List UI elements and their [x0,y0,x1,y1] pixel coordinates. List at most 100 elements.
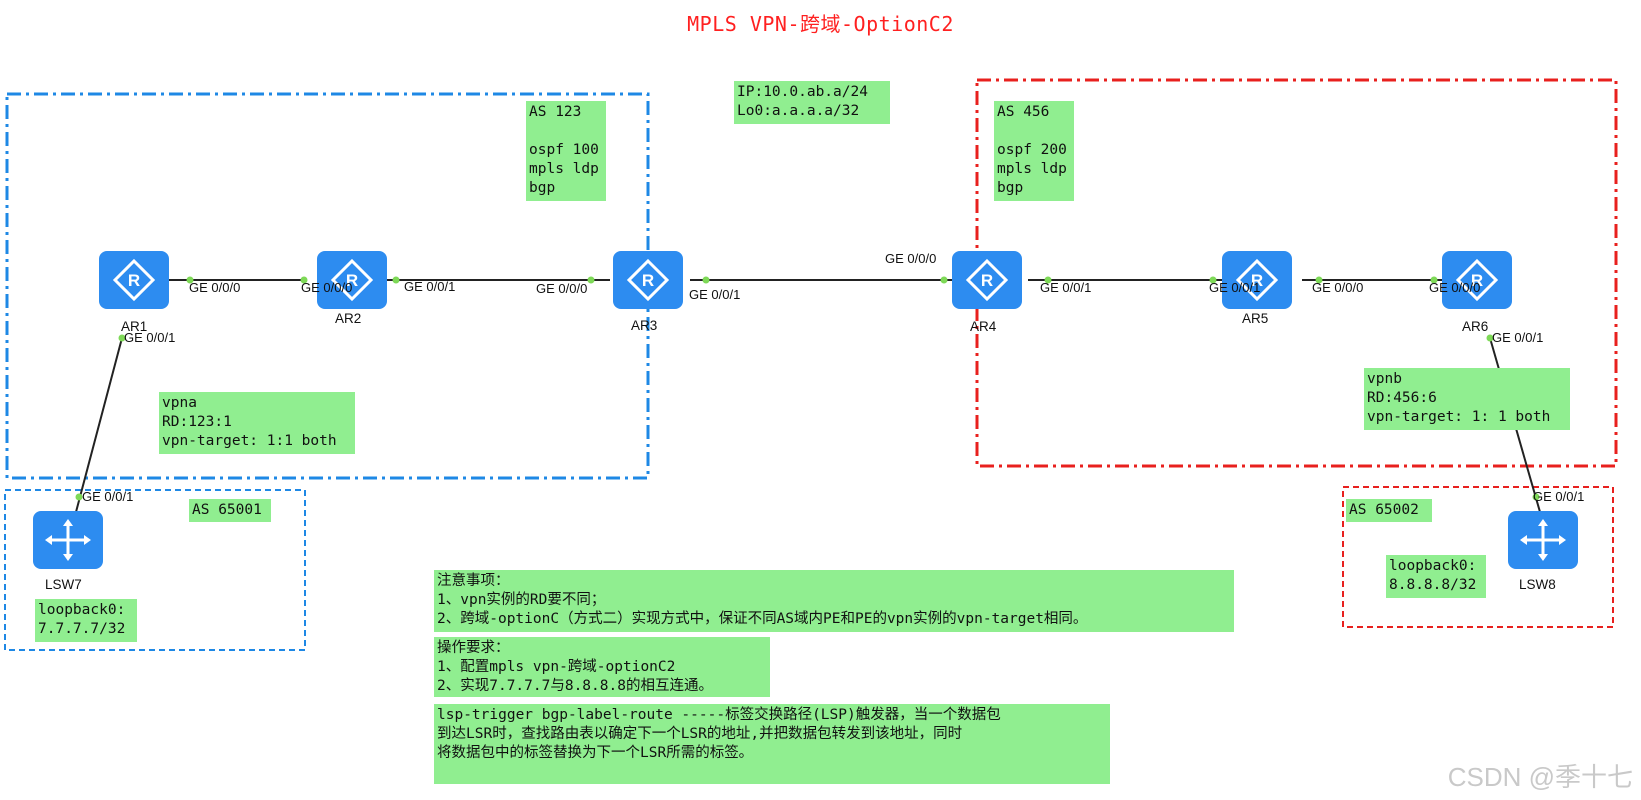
notes-heading: 注意事项： [437,573,510,589]
as65001-label: AS 65001 [189,499,271,522]
loopback-format: Lo0:a.a.a.a/32 [737,103,860,119]
lsp-trigger-line: lsp-trigger bgp-label-route -----标签交换路径(… [437,707,1001,723]
device-label-ar1: AR1 [121,319,148,334]
port-dot [587,276,595,284]
router-icon: R [613,251,683,309]
as456-mpls: mpls ldp [997,161,1067,177]
switch-icon [33,511,103,569]
as456-ospf: ospf 200 [997,142,1067,158]
device-label-ar6: AR6 [1462,319,1489,334]
port-dot [1532,493,1540,501]
port-label-ar6-ge001: GE 0/0/1 [1492,330,1544,345]
device-label-ar4: AR4 [970,319,997,334]
lsp-trigger-panel: lsp-trigger bgp-label-route -----标签交换路径(… [434,704,1110,784]
router-ar6[interactable]: R [1442,251,1512,309]
vpnb-info: vpnb RD:456:6 vpn-target: 1: 1 both [1364,368,1570,430]
link-ar1-lsw7 [75,337,123,513]
port-label-ar3-ge000: GE 0/0/0 [536,281,588,296]
as123-ospf: ospf 100 [529,142,599,158]
as65002-label: AS 65002 [1346,499,1432,522]
requirements-panel: 操作要求： 1、配置mpls vpn-跨域-optionC2 2、实现7.7.7… [434,637,770,697]
port-label-lsw8-ge001: GE 0/0/1 [1533,489,1585,504]
requirements-heading: 操作要求： [437,640,510,656]
switch-icon [1508,511,1578,569]
switch-lsw7[interactable] [33,511,103,569]
ip-format: IP:10.0.ab.a/24 [737,84,868,100]
port-dot [1209,276,1217,284]
vpna-name: vpna [162,395,197,411]
svg-text:R: R [1471,271,1483,290]
router-ar4[interactable]: R [952,251,1022,309]
port-label-ar4-ge000: GE 0/0/0 [885,251,937,266]
lsw8-loopback: loopback0: 8.8.8.8/32 [1386,555,1486,598]
as123-info: AS 123 ospf 100 mpls ldp bgp [526,101,606,201]
port-dot [702,276,710,284]
port-label-ar4-ge001: GE 0/0/1 [1040,280,1092,295]
lsp-trigger-line: 到达LSR时，查找路由表以确定下一个LSR的地址,并把数据包转发到该地址，同时 [437,726,963,742]
port-dot [118,334,126,342]
port-dot [300,276,308,284]
port-dot [392,276,400,284]
as456-info: AS 456 ospf 200 mpls ldp bgp [994,101,1074,201]
port-dot [1044,276,1052,284]
port-label-ar2-ge000: GE 0/0/0 [301,280,353,295]
device-label-ar5: AR5 [1242,311,1269,326]
router-icon: R [99,251,169,309]
port-label-ar3-ge001: GE 0/0/1 [689,287,741,302]
diagram-title: MPLS VPN-跨域-OptionC2 [687,12,954,36]
vpnb-name: vpnb [1367,371,1402,387]
router-ar5[interactable]: R [1222,251,1292,309]
as65002-boundary [1342,486,1614,628]
port-label-ar5-ge000: GE 0/0/0 [1312,280,1364,295]
svg-text:R: R [346,271,358,290]
watermark: CSDN @季十七 [1447,762,1633,792]
device-label-ar2: AR2 [335,311,362,326]
as65001-boundary [4,489,306,651]
port-label-ar1-ge000: GE 0/0/0 [189,280,241,295]
port-dot [1430,276,1438,284]
requirement-item: 2、实现7.7.7.7与8.8.8.8的相互连通。 [437,678,713,694]
port-dot [75,493,83,501]
vpnb-rd: RD:456:6 [1367,390,1437,406]
router-icon: R [1442,251,1512,309]
device-label-lsw8: LSW8 [1519,577,1556,592]
svg-text:R: R [1251,271,1263,290]
svg-text:R: R [128,271,140,290]
as456-label: AS 456 [997,104,1050,120]
router-icon: R [952,251,1022,309]
port-label-ar2-ge001: GE 0/0/1 [404,279,456,294]
port-dot [1315,276,1323,284]
switch-lsw8[interactable] [1508,511,1578,569]
port-dot [940,276,948,284]
router-icon: R [317,251,387,309]
requirement-item: 1、配置mpls vpn-跨域-optionC2 [437,659,676,675]
ip-legend: IP:10.0.ab.a/24 Lo0:a.a.a.a/32 [734,81,890,124]
port-dot [1486,334,1494,342]
notes-panel: 注意事项： 1、vpn实例的RD要不同； 2、跨域-optionC（方式二）实现… [434,570,1234,632]
note-item: 2、跨域-optionC（方式二）实现方式中，保证不同AS域内PE和PE的vpn… [437,611,1088,627]
as123-boundary [5,92,650,480]
as456-bgp: bgp [997,180,1024,196]
port-label-ar5-ge001: GE 0/0/1 [1209,280,1261,295]
as123-label: AS 123 [529,104,582,120]
lsp-trigger-line: 将数据包中的标签替换为下一个LSR所需的标签。 [437,745,754,761]
router-ar3[interactable]: R [613,251,683,309]
port-label-lsw7-ge001: GE 0/0/1 [82,489,134,504]
lsw7-loopback: loopback0: 7.7.7.7/32 [35,599,137,642]
vpna-rd: RD:123:1 [162,414,232,430]
device-label-lsw7: LSW7 [45,577,82,592]
port-dot [186,276,194,284]
note-item: 1、vpn实例的RD要不同； [437,592,606,608]
router-ar1[interactable]: R [99,251,169,309]
vpna-info: vpna RD:123:1 vpn-target: 1:1 both [159,392,355,454]
svg-text:R: R [981,271,993,290]
port-label-ar1-ge001: GE 0/0/1 [124,330,176,345]
port-label-ar6-ge000: GE 0/0/0 [1429,280,1481,295]
router-ar2[interactable]: R [317,251,387,309]
vpnb-target: vpn-target: 1: 1 both [1367,409,1551,425]
svg-text:R: R [642,271,654,290]
vpna-target: vpn-target: 1:1 both [162,433,337,449]
device-label-ar3: AR3 [631,318,658,333]
as123-bgp: bgp [529,180,556,196]
